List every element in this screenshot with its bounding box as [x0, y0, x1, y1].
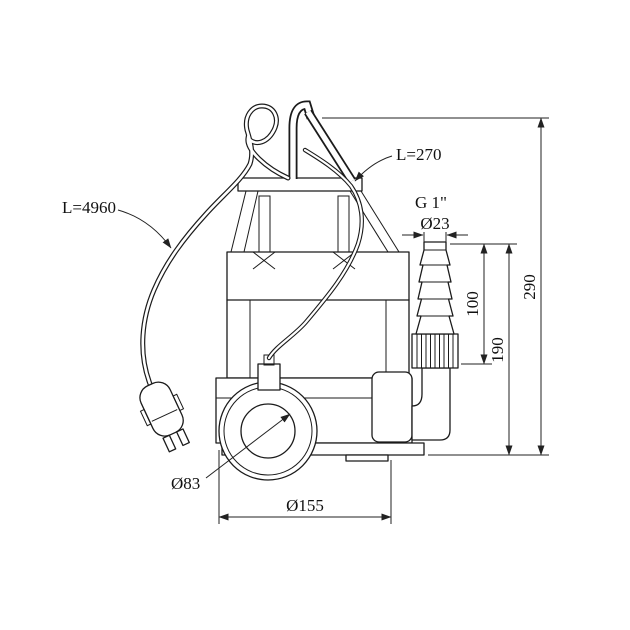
- label-hose-diameter: Ø23: [420, 214, 449, 233]
- outlet-elbow: [411, 367, 451, 441]
- motor-housing: [226, 251, 410, 379]
- label-power-cable-length: L=4960: [62, 198, 116, 217]
- power-cable: [140, 103, 291, 387]
- discharge-outlet: [371, 241, 459, 443]
- float-switch-cable: [266, 147, 364, 361]
- leader-inlet-diameter: [205, 413, 291, 479]
- leader-power-cable: [117, 209, 172, 249]
- leader-float-cable: [354, 155, 393, 182]
- coupling-nut: [411, 333, 459, 369]
- hose-connector: [415, 241, 455, 335]
- dimension-lines: [117, 117, 545, 521]
- label-dim-290: 290: [520, 274, 539, 300]
- label-thread-size: G 1": [415, 193, 447, 212]
- label-dim-100: 100: [463, 291, 482, 317]
- label-body-diameter: Ø155: [286, 496, 324, 515]
- power-plug: [139, 381, 190, 453]
- label-dim-190: 190: [488, 337, 507, 363]
- label-float-cable-length: L=270: [396, 145, 441, 164]
- carry-handle: [230, 100, 400, 270]
- label-inlet-diameter: Ø83: [171, 474, 200, 493]
